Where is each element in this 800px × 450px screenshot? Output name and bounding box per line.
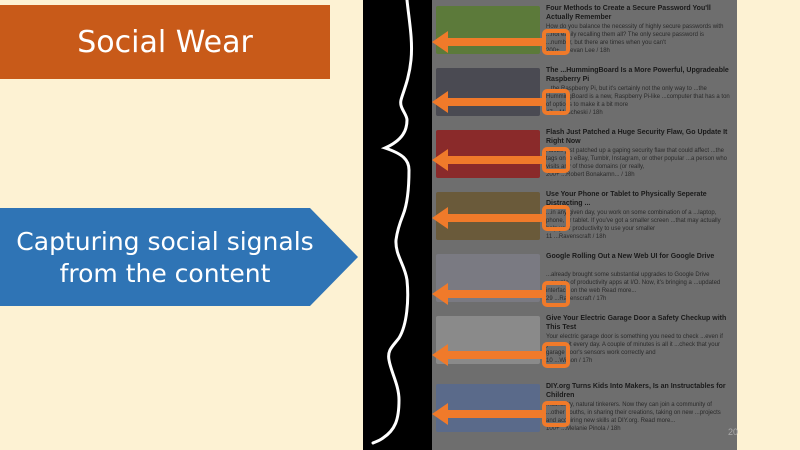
article-meta: 100+ ...Melanie Pinola / 18h <box>546 426 621 432</box>
article-title[interactable]: Use Your Phone or Tablet to Physically S… <box>546 191 707 207</box>
signal-arrow-icon <box>432 91 544 113</box>
article-thumbnail[interactable] <box>436 384 540 432</box>
article-snippet: ...in any given day, you work on some co… <box>546 209 732 241</box>
article-snippet: Adobe just patched up a gaping security … <box>546 147 732 179</box>
article-thumbnail[interactable] <box>436 68 540 116</box>
callout-arrow-shape <box>0 208 358 306</box>
article-snippet: ...curiosity, natural tinkerers. Now the… <box>546 401 732 433</box>
feed-item[interactable]: The ...HummingBoard Is a More Powerful, … <box>432 64 737 124</box>
signal-arrow-icon <box>432 344 544 366</box>
article-snippet: How do you balance the necessity of high… <box>546 23 732 55</box>
article-thumbnail[interactable] <box>436 130 540 178</box>
article-title[interactable]: Flash Just Patched a Huge Security Flaw,… <box>546 129 728 145</box>
article-meta: 47 ...Moscheski / 18h <box>546 110 603 116</box>
callout-line-2: from the content <box>59 259 271 288</box>
article-snippet: Your electric garage door is something y… <box>546 333 732 365</box>
article-title[interactable]: Four Methods to Create a Secure Password… <box>546 5 711 21</box>
signal-arrow-icon <box>432 207 544 229</box>
page-number: 20 <box>728 427 739 437</box>
feed-item[interactable]: DIY.org Turns Kids Into Makers, Is an In… <box>432 380 737 440</box>
article-meta: 29 ...Ravenscraft / 17h <box>546 296 607 302</box>
signal-arrow-icon <box>432 283 544 305</box>
article-title[interactable]: Google Rolling Out a New Web UI for Goog… <box>546 253 715 260</box>
article-title[interactable]: The ...HummingBoard Is a More Powerful, … <box>546 67 729 83</box>
callout-text: Capturing social signals from the conten… <box>0 226 330 290</box>
article-title[interactable]: Give Your Electric Garage Door a Safety … <box>546 315 727 331</box>
article-body: Adobe just patched up a gaping security … <box>546 148 727 170</box>
article-body: ...curiosity, natural tinkerers. Now the… <box>546 402 721 424</box>
callout-arrow: Capturing social signals from the conten… <box>0 208 360 306</box>
article-meta: 200+ ...Robert Bonakamn... / 18h <box>546 172 635 178</box>
signal-arrow-icon <box>432 31 544 53</box>
signal-arrow-icon <box>432 149 544 171</box>
signal-arrow-icon <box>432 403 544 425</box>
feed-item[interactable]: Flash Just Patched a Huge Security Flaw,… <box>432 126 737 186</box>
article-body: ...the Raspberry Pi, but it's certainly … <box>546 86 730 108</box>
callout-line-1: Capturing social signals <box>16 227 314 256</box>
article-snippet: ...the Raspberry Pi, but it's certainly … <box>546 85 732 117</box>
social-signal-curve <box>371 0 413 445</box>
article-meta: 11 ...Ravenscraft / 18h <box>546 234 606 240</box>
article-body: How do you balance the necessity of high… <box>546 24 724 46</box>
article-feed: Four Methods to Create a Secure Password… <box>432 0 737 450</box>
article-body: ...in any given day, you work on some co… <box>546 210 721 232</box>
article-snippet: ...already brought some substantial upgr… <box>546 271 732 303</box>
article-body: Your electric garage door is something y… <box>546 334 723 356</box>
article-meta: 200+ ...Kevan Lee / 18h <box>546 48 610 54</box>
article-body: ...already brought some substantial upgr… <box>546 272 721 294</box>
slide-title: Social Wear <box>0 5 330 79</box>
article-title[interactable]: DIY.org Turns Kids Into Makers, Is an In… <box>546 383 726 399</box>
